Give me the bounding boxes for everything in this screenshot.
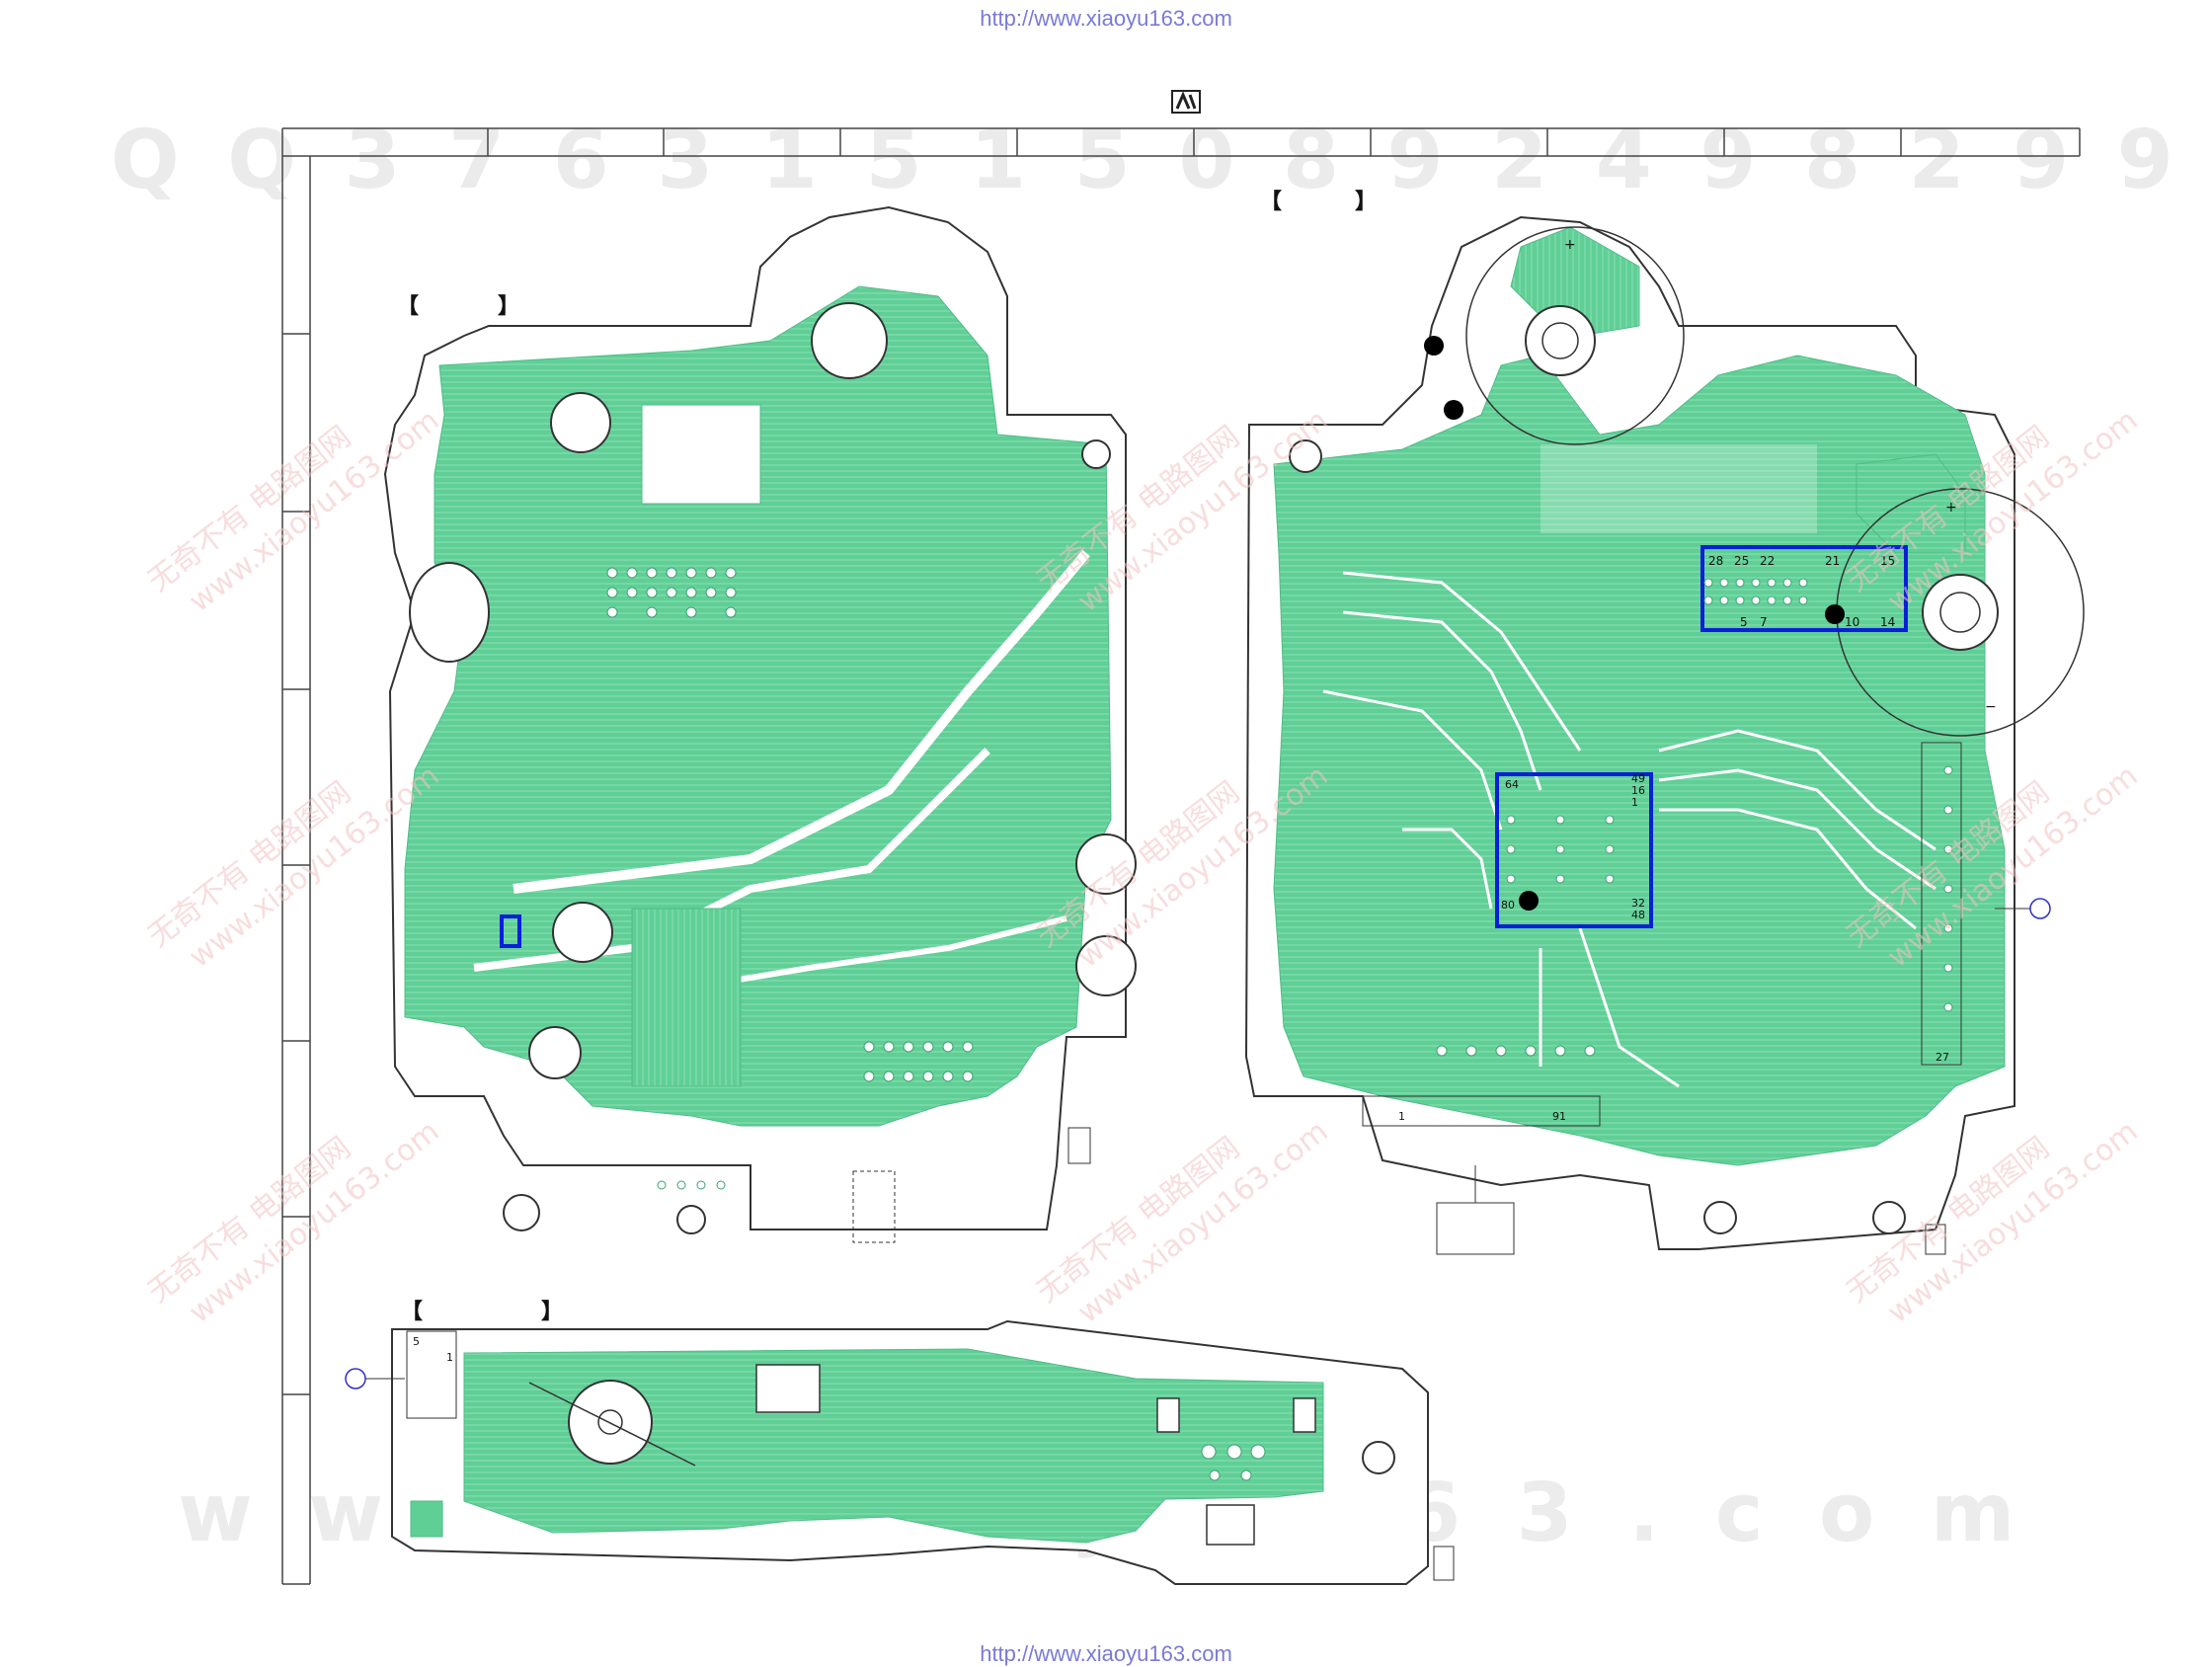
qfp-pin-16: 16 [1631, 784, 1645, 797]
side-ground-marker [2029, 898, 2051, 919]
right-sled-motor-hole [1922, 574, 1999, 651]
flex-pin-1: 1 [446, 1351, 453, 1364]
right-qfp-dot [1519, 891, 1539, 911]
ic-pin-22: 22 [1760, 554, 1775, 568]
qfp-pin-48: 48 [1631, 909, 1645, 921]
left-spindle-hole [811, 302, 888, 379]
right-board-copper-main [1273, 355, 2006, 1166]
right-motor-dot-2 [1444, 400, 1463, 420]
source-url-top[interactable]: http://www.xiaoyu163.com [980, 6, 1232, 31]
qfp-pin-1: 1 [1631, 796, 1638, 809]
bottom-connector [1362, 1095, 1601, 1127]
left-board [383, 205, 1137, 1243]
ic-pin-5: 5 [1740, 615, 1748, 629]
right-board-title-close-bracket: 】 [1355, 190, 1378, 214]
left-cap-right-2 [1075, 935, 1137, 996]
ic-pin-14: 14 [1880, 615, 1895, 629]
watermark-qq-line: Q Q 3 7 6 3 1 5 1 5 0 8 9 2 4 9 8 2 9 9 [111, 114, 2183, 207]
side-connector-pin-27: 27 [1936, 1051, 1949, 1064]
qfp-pin-32: 32 [1631, 897, 1645, 910]
ic-pin-21: 21 [1825, 554, 1840, 568]
side-connector [1921, 742, 1962, 1066]
bottom-board-copper [463, 1348, 1324, 1544]
bottom-board: 5 1 [345, 1319, 1455, 1585]
connector-pin-1: 1 [1398, 1110, 1405, 1123]
ic-highlight-box-upper [1700, 545, 1908, 632]
right-spindle-hole [1525, 305, 1596, 376]
bottom-board-title-open-bracket: 【 [401, 1300, 424, 1324]
ic-pin-28: 28 [1708, 554, 1723, 568]
ic-pin-25: 25 [1734, 554, 1749, 568]
left-board-title-close-bracket: 】 [498, 294, 520, 319]
left-cap-right-1 [1075, 834, 1137, 895]
right-ic-dot [1825, 604, 1845, 624]
bottom-spindle-hole [568, 1380, 653, 1465]
motor-plus-label: + [1564, 237, 1576, 253]
right-motor-dot-1 [1424, 336, 1444, 356]
qfp-highlight-box [1495, 772, 1653, 928]
qfp-pin-49: 49 [1631, 772, 1645, 785]
left-board-title-open-bracket: 【 [397, 294, 420, 319]
ic-pin-7: 7 [1760, 615, 1768, 629]
left-cap-bottom [528, 1026, 582, 1079]
right-spindle-motor-ring [1465, 226, 1685, 445]
sled-plus-label: + [1945, 500, 1957, 516]
bottom-ground-marker [345, 1368, 366, 1389]
connector-pin-91: 91 [1552, 1110, 1566, 1123]
flex-pin-5: 5 [413, 1335, 420, 1348]
qfp-pin-64: 64 [1505, 778, 1519, 791]
source-url-bottom[interactable]: http://www.xiaoyu163.com [980, 1641, 1232, 1666]
drawing-frame [281, 127, 2081, 1585]
ic-pin-10: 10 [1845, 615, 1859, 629]
left-board-oval-hole [409, 562, 490, 663]
bottom-board-title-close-bracket: 】 [541, 1300, 564, 1324]
left-cap-mid [552, 902, 613, 963]
left-highlight-box [500, 914, 521, 948]
brand-logo [1171, 90, 1201, 114]
ic-pin-15: 15 [1880, 554, 1895, 568]
sled-minus-label: − [1985, 699, 1997, 715]
qfp-pin-80: 80 [1501, 899, 1515, 912]
right-board-title-open-bracket: 【 [1260, 190, 1283, 214]
right-board: 28 25 22 21 15 5 7 10 14 64 49 16 1 80 3… [1244, 215, 2085, 1255]
left-cap-top [550, 392, 611, 453]
flex-connector-pads [406, 1330, 457, 1419]
